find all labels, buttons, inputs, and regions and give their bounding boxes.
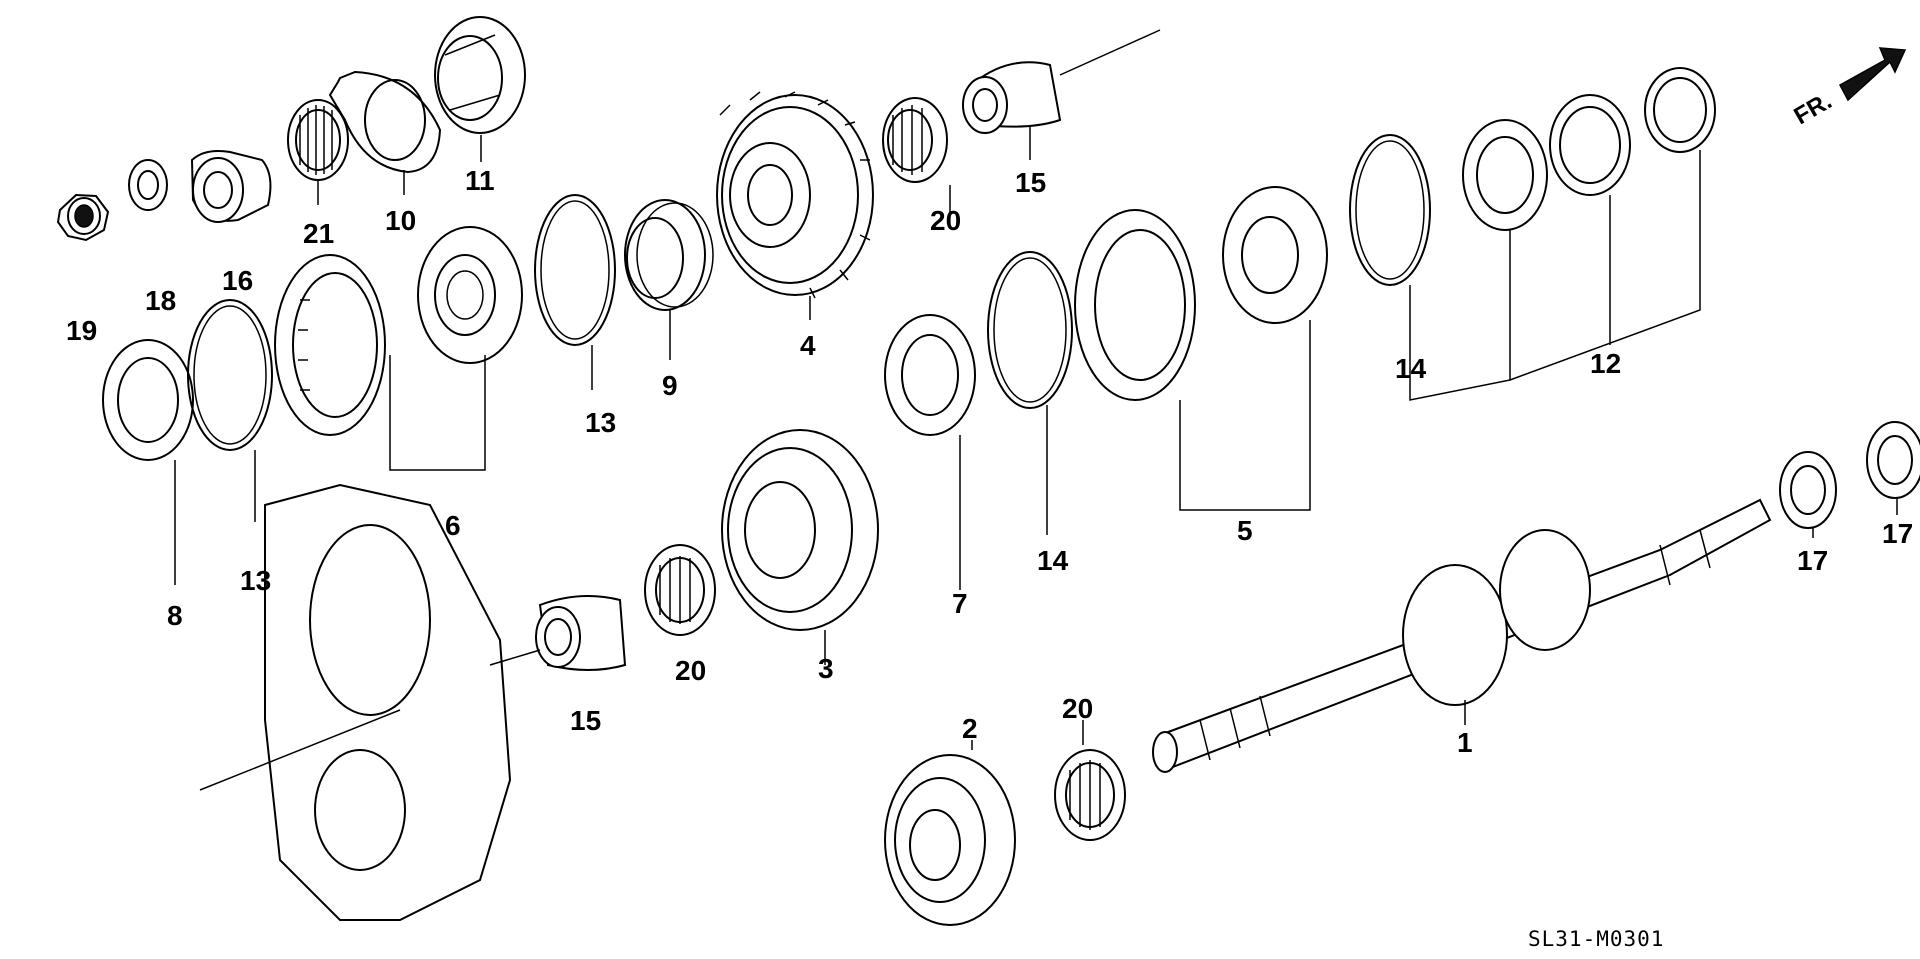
sleeve-15-bottom: [489, 595, 627, 671]
lock-washer-17-right: [1866, 421, 1920, 499]
snap-ring-13-right: [534, 194, 616, 346]
callout-2: 2: [962, 713, 978, 744]
callout-12: 12: [1590, 348, 1621, 379]
needle-bearing-20-top: [882, 97, 948, 183]
callout-20-mid: 20: [675, 655, 706, 686]
callout-3: 3: [818, 653, 834, 684]
synchro-ring-9: [624, 199, 714, 311]
thrust-plate-10: [328, 70, 442, 174]
callout-17-left: 17: [1797, 545, 1828, 576]
drawing-code: SL31-M0301: [1528, 927, 1664, 951]
needle-bearing-21: [287, 99, 349, 181]
synchro-hub-6: [417, 226, 523, 364]
gear-2: [884, 754, 1016, 926]
washer-18: [128, 159, 168, 211]
callout-11: 11: [465, 165, 495, 196]
callout-8: 8: [167, 600, 183, 631]
front-direction-arrow-icon: [1838, 47, 1907, 102]
snap-ring-14-right: [1349, 134, 1431, 286]
callout-7: 7: [952, 588, 968, 619]
front-direction-label: FR.: [1790, 87, 1837, 130]
callout-18: 18: [145, 285, 176, 316]
synchro-ring-12: [1462, 119, 1548, 231]
callout-1: 1: [1457, 727, 1473, 758]
synchro-hub-11: [434, 16, 526, 134]
callout-9: 9: [662, 370, 678, 401]
leader-lines: [174, 125, 1898, 750]
callout-10: 10: [385, 205, 416, 236]
needle-bearing-20-bottom: [1054, 749, 1126, 841]
callout-21: 21: [303, 218, 334, 249]
synchro-sleeve-6: [274, 254, 386, 436]
synchro-sleeve-5: [1074, 209, 1196, 401]
callout-13-right: 13: [585, 407, 616, 438]
sleeve-15-top: [962, 29, 1161, 134]
snap-ring-13-left: [187, 299, 273, 451]
gear-4: [716, 91, 874, 299]
lock-washer-17-left: [1779, 451, 1837, 529]
synchro-hub-5: [1222, 186, 1328, 324]
callout-5: 5: [1237, 515, 1253, 546]
needle-bearing-20-mid: [644, 544, 716, 636]
ring-12-right: [1644, 67, 1716, 153]
callout-labels: 1 2 3 4 5 6 7 8 9 10 11 12 13 13 14 14 1…: [66, 165, 1913, 758]
callout-13-left: 13: [240, 565, 271, 596]
callout-14-right: 14: [1395, 353, 1427, 384]
gasket-plate: [199, 483, 512, 921]
thrust-washer-12: [1549, 94, 1631, 196]
callout-20-top: 20: [930, 205, 961, 236]
synchro-ring-8: [102, 339, 194, 461]
callout-15-bottom: 15: [570, 705, 601, 736]
callout-17-right: 17: [1882, 518, 1913, 549]
collar-16: [190, 150, 272, 223]
synchro-ring-7: [884, 314, 976, 436]
callout-19: 19: [66, 315, 97, 346]
mainshaft-1: [1152, 498, 1772, 773]
lock-nut-19: [56, 193, 110, 242]
callout-6: 6: [445, 510, 461, 541]
callout-4: 4: [800, 330, 816, 361]
gear-3: [721, 429, 879, 631]
snap-ring-14-left: [987, 251, 1073, 409]
callout-16: 16: [222, 265, 253, 296]
callout-14-left: 14: [1037, 545, 1069, 576]
callout-20-bottom: 20: [1062, 693, 1093, 724]
callout-15-top: 15: [1015, 167, 1046, 198]
